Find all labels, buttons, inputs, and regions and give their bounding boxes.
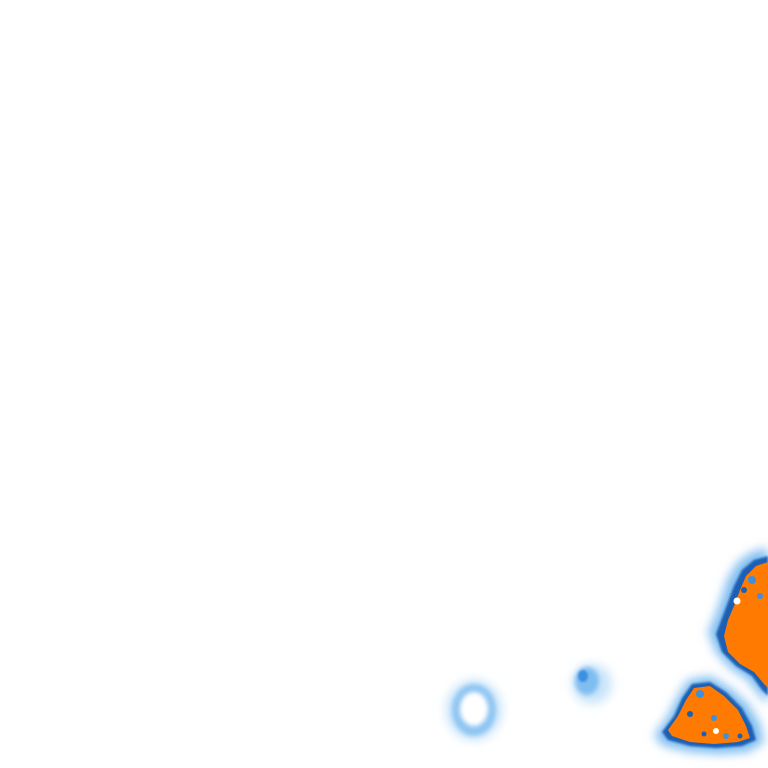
shoal-west-center	[460, 692, 488, 726]
landmass-south[interactable]	[654, 676, 764, 754]
shoal-west[interactable]	[446, 680, 502, 740]
lake-10	[723, 733, 729, 739]
lake-3	[733, 597, 741, 605]
lake-7	[711, 715, 717, 721]
lake-2	[741, 587, 747, 593]
shoal-middle-core	[575, 667, 599, 695]
landmass-east-body	[724, 562, 768, 688]
lake-1	[748, 576, 756, 584]
landmass-east[interactable]	[708, 548, 768, 704]
lake-5	[696, 690, 704, 698]
landmass-south-body	[668, 686, 750, 744]
lake-11	[737, 733, 743, 739]
lake-9	[701, 731, 707, 737]
shoal-middle[interactable]	[572, 664, 612, 704]
lake-6	[687, 711, 693, 717]
shoal-middle-spot	[578, 670, 588, 682]
lake-8	[713, 728, 719, 734]
lake-4	[757, 593, 763, 599]
